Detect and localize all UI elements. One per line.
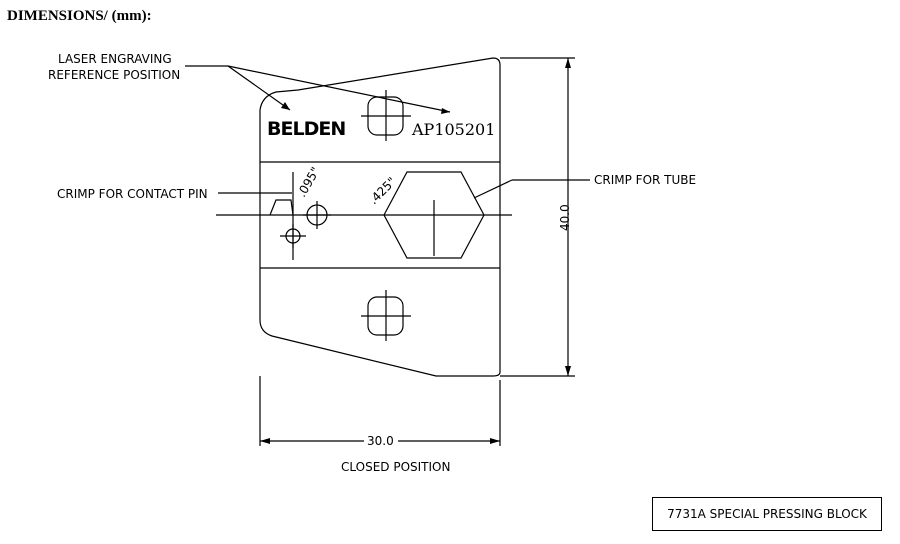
laser-engraving-label: LASER ENGRAVING bbox=[58, 52, 172, 66]
title-block: 7731A SPECIAL PRESSING BLOCK bbox=[652, 497, 882, 531]
tube-leader-2 bbox=[473, 179, 513, 199]
part-number-label: AP105201 bbox=[411, 120, 495, 139]
height-dimension-label: 40.0 bbox=[558, 204, 572, 231]
crimp-contact-pin-label: CRIMP FOR CONTACT PIN bbox=[57, 187, 208, 201]
block-outline bbox=[259, 57, 501, 377]
bottom-screw-hole bbox=[361, 290, 411, 341]
pin-dimension-label: .095" bbox=[294, 165, 322, 200]
width-dimension-label: 30.0 bbox=[367, 434, 394, 448]
closed-position-label: CLOSED POSITION bbox=[341, 460, 450, 474]
belden-logo: BELDEN bbox=[267, 118, 345, 140]
reference-position-label: REFERENCE POSITION bbox=[48, 68, 180, 82]
tube-dimension-label: .425" bbox=[366, 174, 399, 207]
top-screw-hole bbox=[361, 90, 411, 141]
page-heading: DIMENSIONS/ (mm): bbox=[7, 8, 152, 24]
crimp-tube-label: CRIMP FOR TUBE bbox=[594, 173, 696, 187]
laser-leader-3 bbox=[227, 65, 451, 113]
laser-leader-2 bbox=[227, 65, 291, 111]
